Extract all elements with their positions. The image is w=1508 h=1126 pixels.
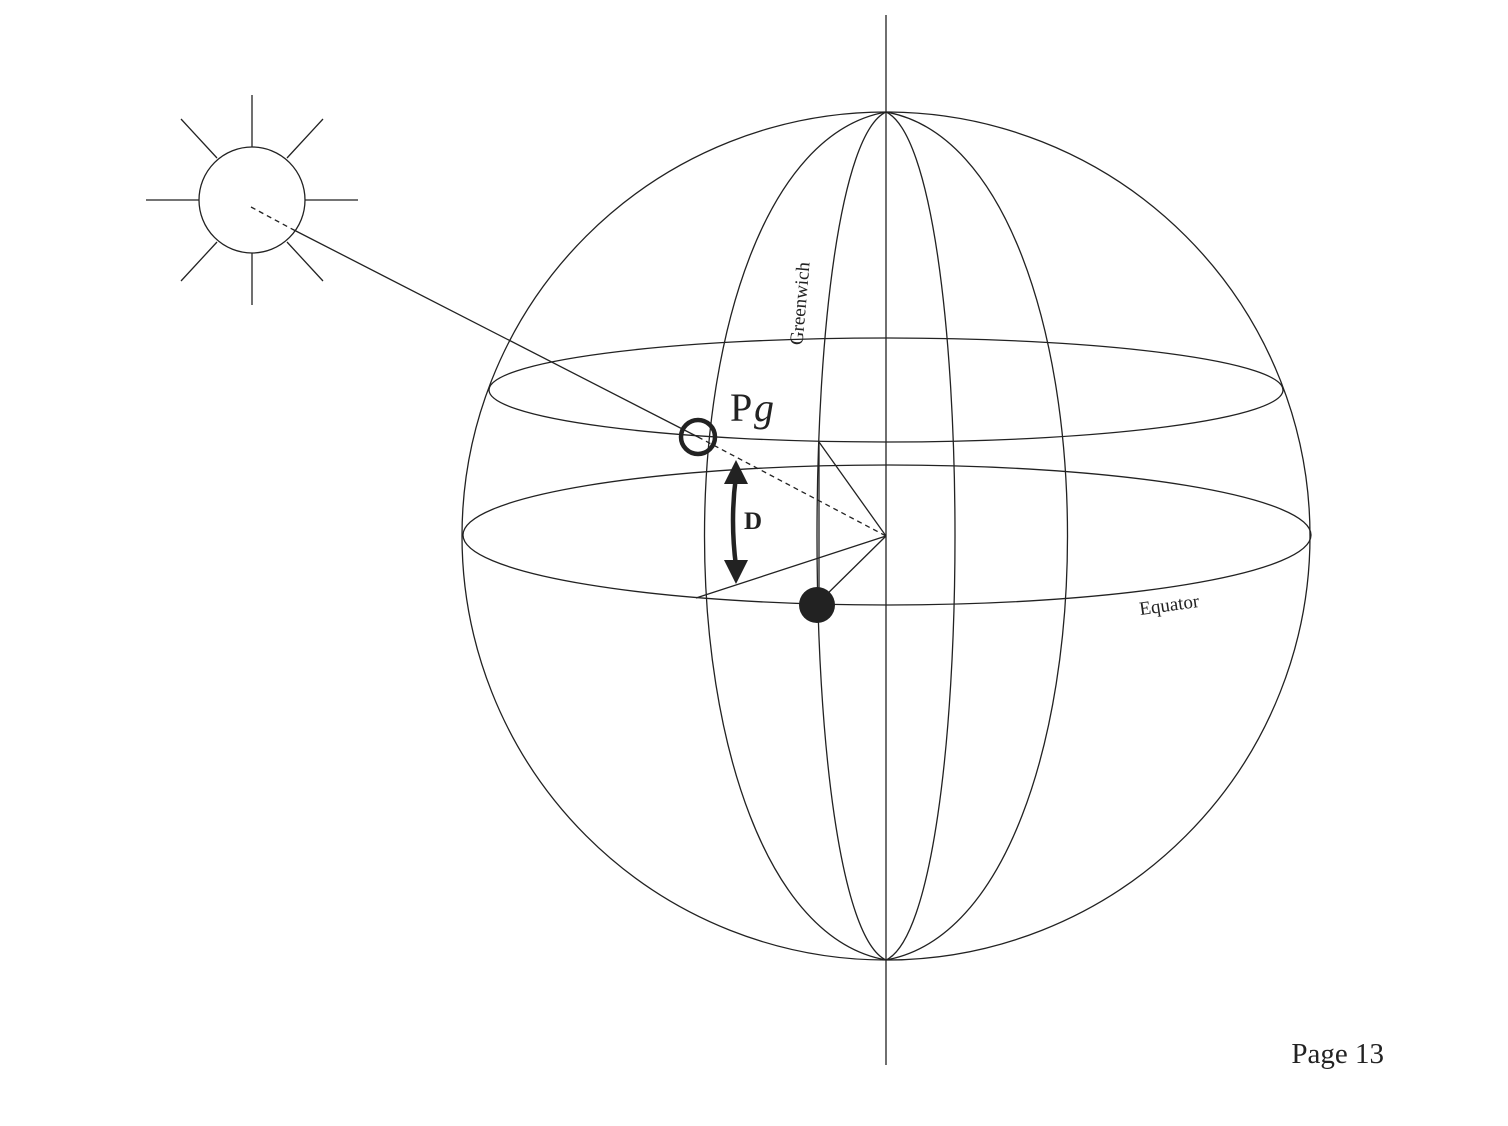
meridian-outer-right [885, 111, 1069, 961]
declination-arrow-icon [724, 460, 748, 584]
sun-ray-dashed-inside-sun [250, 206, 293, 230]
declination-label: D [744, 508, 762, 535]
radius-to-parallel-point [818, 441, 887, 537]
sun-ray-dashed-center [697, 436, 887, 537]
radius-to-equator-left [695, 535, 887, 599]
equator-label: Equator [1138, 591, 1201, 620]
sun-icon [146, 95, 358, 305]
gp-label-main: P [730, 385, 752, 430]
geographic-position-marker [678, 417, 718, 457]
observer-point-marker [799, 587, 835, 623]
greenwich-label: Greenwich [786, 261, 814, 346]
declination-parallel [488, 337, 1284, 443]
gp-label-subscript: g [754, 385, 774, 430]
page-number: Page 13 [1291, 1038, 1384, 1070]
meridian-greenwich [816, 111, 887, 961]
meridian-outer-left [703, 111, 887, 961]
sun-ray [291, 228, 699, 438]
gp-label: P g [730, 385, 774, 430]
equator-ellipse [462, 464, 1312, 606]
meridian-inner-right [885, 111, 956, 961]
